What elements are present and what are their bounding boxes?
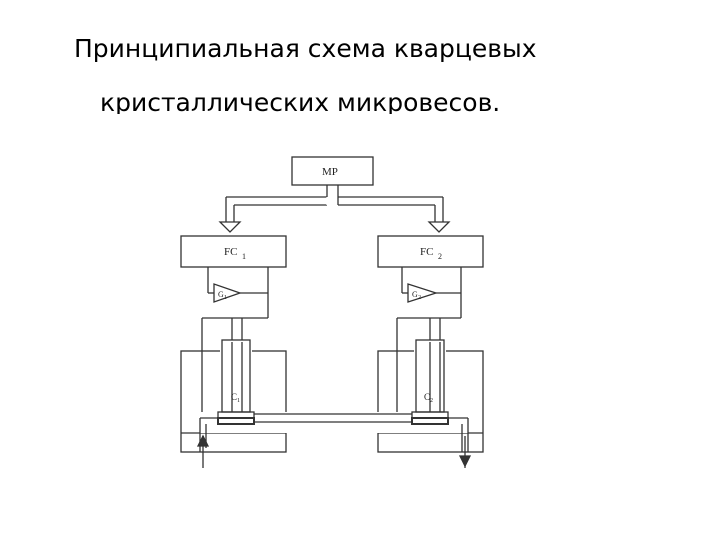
amplifier-1-subscript: 1 <box>224 295 227 301</box>
crystal-1-subscript: 1 <box>237 398 240 404</box>
arrow-down-icon <box>458 455 472 468</box>
wiring-left-upper <box>201 267 269 342</box>
mp-distribution-bus <box>225 185 444 222</box>
crystal-2-subscript: 2 <box>430 398 433 404</box>
amplifier-2-symbol <box>407 283 439 303</box>
arrow-up-icon <box>196 434 210 447</box>
arrow-down-icon <box>218 221 242 233</box>
crystal-1-label: C <box>231 392 237 402</box>
slide-title-line-1: Принципиальная схема кварцевых <box>74 34 537 63</box>
fc1-box <box>180 235 287 268</box>
fc1-label: FC <box>224 246 237 258</box>
slide-title-line-2: кристаллических микровесов. <box>100 88 501 114</box>
amplifier-1-label: G <box>218 290 224 299</box>
mp-label: MP <box>322 166 338 178</box>
crystal-holder-2 <box>411 339 449 425</box>
fc1-subscript: 1 <box>242 252 246 261</box>
fc2-box <box>377 235 484 268</box>
wiring-right-upper <box>396 267 462 342</box>
amplifier-2-subscript: 2 <box>418 295 421 301</box>
mp-box <box>291 156 374 186</box>
fc2-subscript: 2 <box>438 252 442 261</box>
crystal-holder-1 <box>217 339 255 425</box>
amplifier-2-label: G <box>412 290 418 299</box>
amplifier-1-symbol <box>213 283 242 303</box>
arrow-down-icon <box>427 221 451 233</box>
fc2-label: FC <box>420 246 433 258</box>
crystal-2-label: C <box>424 392 430 402</box>
